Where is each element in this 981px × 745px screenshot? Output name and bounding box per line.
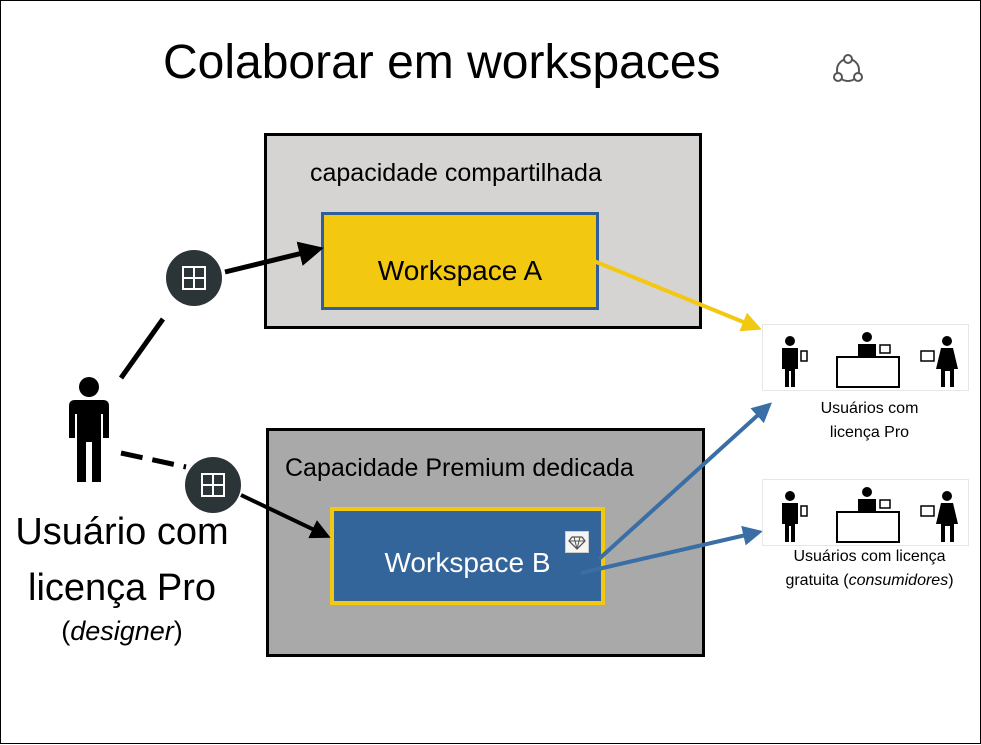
free-users-label-line2: gratuita (consumidores) (762, 569, 977, 593)
workspace-b-label: Workspace B (384, 547, 551, 578)
share-nodes-icon (833, 54, 863, 82)
free-users-label: Usuários com licença gratuita (consumido… (762, 545, 977, 593)
users-at-desk-icon (782, 332, 958, 388)
designer-label: Usuário com licença Pro (7, 504, 237, 616)
shared-capacity-label: capacidade compartilhada (310, 159, 602, 187)
workspace-layout-icon (185, 457, 241, 513)
pro-users-label-line2: licença Pro (829, 424, 910, 441)
designer-role-text: designer (70, 616, 174, 646)
workspace-a: Workspace A (321, 212, 599, 310)
designer-role: (designer) (61, 616, 183, 646)
premium-capacity-label: Capacidade Premium dedicada (285, 454, 634, 482)
free-users-label-role: consumidores (848, 572, 949, 589)
designer-label-line1: Usuário com (15, 511, 229, 553)
workspace-a-label: Workspace A (377, 255, 543, 286)
designer-person-icon (69, 377, 109, 482)
free-users-scene (762, 479, 969, 546)
pro-users-label-line1: Usuários com (820, 400, 919, 417)
pro-users-scene (762, 324, 969, 391)
free-users-label-line1: Usuários com licença (793, 548, 946, 565)
diamond-icon (565, 531, 589, 553)
designer-label-line2: licença Pro (28, 567, 216, 609)
pro-users-label: Usuários com licença Pro (772, 397, 967, 445)
free-users-label-prefix: gratuita ( (785, 572, 849, 589)
slide-title: Colaborar em workspaces (163, 36, 721, 89)
users-at-desk-icon (782, 487, 958, 543)
free-users-label-suffix: ) (948, 572, 954, 589)
workspace-layout-icon (166, 250, 222, 306)
